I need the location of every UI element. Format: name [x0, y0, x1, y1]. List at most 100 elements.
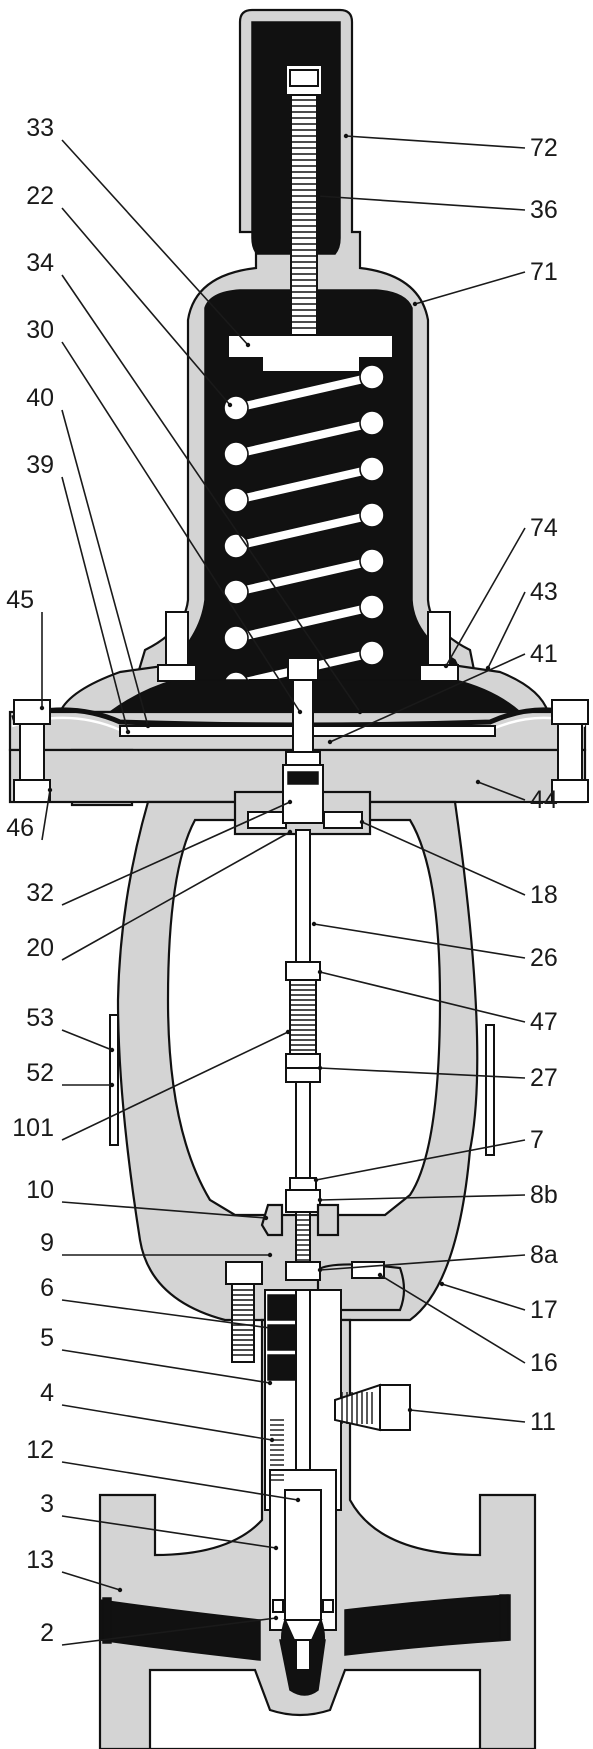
callout-label-32: 32: [26, 879, 54, 907]
leader-line-32: [61, 801, 291, 906]
bonnet-stud-right: [419, 611, 459, 682]
leader-line-5: [61, 1349, 271, 1384]
leader-line-101: [61, 1031, 289, 1141]
leader-tip-18: [359, 819, 365, 825]
leader-tip-33: [245, 342, 251, 348]
case-bolt-right: [551, 699, 589, 803]
callout-label-2: 2: [40, 1619, 54, 1647]
leader-line-8b: [319, 1194, 526, 1201]
leader-tip-53: [109, 1047, 115, 1053]
callout-label-44: 44: [530, 786, 558, 814]
leader-tip-101: [285, 1029, 291, 1035]
leader-tip-3: [273, 1545, 279, 1551]
leader-line-41: [329, 653, 526, 743]
leader-tip-27: [317, 1065, 323, 1071]
leader-line-12: [61, 1461, 299, 1501]
leader-line-34: [61, 274, 361, 713]
leader-line-44: [477, 781, 526, 801]
lift-indicator-right: [316, 1203, 340, 1237]
valve-spindle-assembly: [264, 1289, 342, 1671]
callout-label-12: 12: [26, 1436, 54, 1464]
leader-tip-7: [313, 1177, 319, 1183]
callout-label-6: 6: [40, 1274, 54, 1302]
leader-line-20: [61, 831, 291, 961]
leader-tip-45: [39, 705, 45, 711]
leader-line-72: [345, 135, 526, 149]
leader-tip-71: [412, 301, 418, 307]
callout-label-43: 43: [530, 578, 558, 606]
callout-label-9: 9: [40, 1229, 54, 1257]
callout-label-8b: 8b: [530, 1181, 558, 1209]
callout-label-4: 4: [40, 1379, 54, 1407]
leader-line-2: [61, 1617, 277, 1646]
leader-line-53: [61, 1029, 113, 1051]
leader-tip-17: [439, 1281, 445, 1287]
callout-label-33: 33: [26, 114, 54, 142]
leader-line-11: [409, 1409, 526, 1423]
callout-label-41: 41: [530, 640, 558, 668]
callout-label-26: 26: [530, 944, 558, 972]
callout-label-101: 101: [12, 1114, 54, 1142]
case-bolt-left: [13, 699, 51, 803]
callout-label-8a: 8a: [530, 1241, 558, 1269]
leader-line-4: [61, 1404, 273, 1441]
callout-label-10: 10: [26, 1176, 54, 1204]
leader-tip-11: [407, 1407, 413, 1413]
leader-tip-8a: [317, 1267, 323, 1273]
leader-tip-5: [267, 1380, 273, 1386]
leader-tip-72: [343, 133, 349, 139]
callout-label-71: 71: [530, 258, 558, 286]
callout-label-34: 34: [26, 249, 54, 277]
leader-tip-20: [287, 829, 293, 835]
leader-line-3: [61, 1515, 277, 1549]
leader-line-7: [315, 1139, 526, 1181]
leader-line-18: [361, 821, 526, 896]
leader-tip-22: [227, 402, 233, 408]
leader-tip-41: [327, 739, 333, 745]
callout-label-52: 52: [26, 1059, 54, 1087]
leader-line-43: [487, 591, 526, 669]
leader-tip-6: [267, 1325, 273, 1331]
leader-tip-4: [269, 1437, 275, 1443]
leader-line-8a: [319, 1254, 526, 1271]
leader-line-36: [317, 195, 526, 211]
leader-tip-30: [297, 709, 303, 715]
callout-label-18: 18: [530, 881, 558, 909]
leader-tip-2: [273, 1615, 279, 1621]
adjusting-screw: [285, 64, 323, 336]
callout-label-7: 7: [530, 1126, 544, 1154]
callout-label-45: 45: [6, 586, 34, 614]
leader-tip-10: [263, 1215, 269, 1221]
leader-line-47: [319, 971, 526, 1023]
callout-label-36: 36: [530, 196, 558, 224]
callout-label-39: 39: [26, 451, 54, 479]
leader-line-16: [379, 1274, 526, 1364]
body-stud: [225, 1261, 263, 1363]
callout-label-46: 46: [6, 814, 34, 842]
leader-line-30: [61, 341, 301, 713]
leader-tip-39: [125, 729, 131, 735]
leader-tip-52: [109, 1082, 115, 1088]
drain-plug: [334, 1383, 411, 1432]
callout-label-3: 3: [40, 1490, 54, 1518]
leader-tip-46: [47, 787, 53, 793]
lift-indicator: [260, 1203, 284, 1237]
callout-label-30: 30: [26, 316, 54, 344]
leader-tip-12: [295, 1497, 301, 1503]
bonnet-stud-left: [157, 611, 197, 682]
callout-label-5: 5: [40, 1324, 54, 1352]
leader-tip-43: [485, 665, 491, 671]
callout-label-17: 17: [530, 1296, 558, 1324]
leader-tip-36: [315, 193, 321, 199]
leader-tip-47: [317, 969, 323, 975]
callout-label-13: 13: [26, 1546, 54, 1574]
leader-line-40: [61, 409, 149, 727]
leader-line-74: [445, 527, 526, 667]
callout-label-22: 22: [26, 182, 54, 210]
callout-label-47: 47: [530, 1008, 558, 1036]
leader-tip-32: [287, 799, 293, 805]
leader-tip-16: [377, 1272, 383, 1278]
